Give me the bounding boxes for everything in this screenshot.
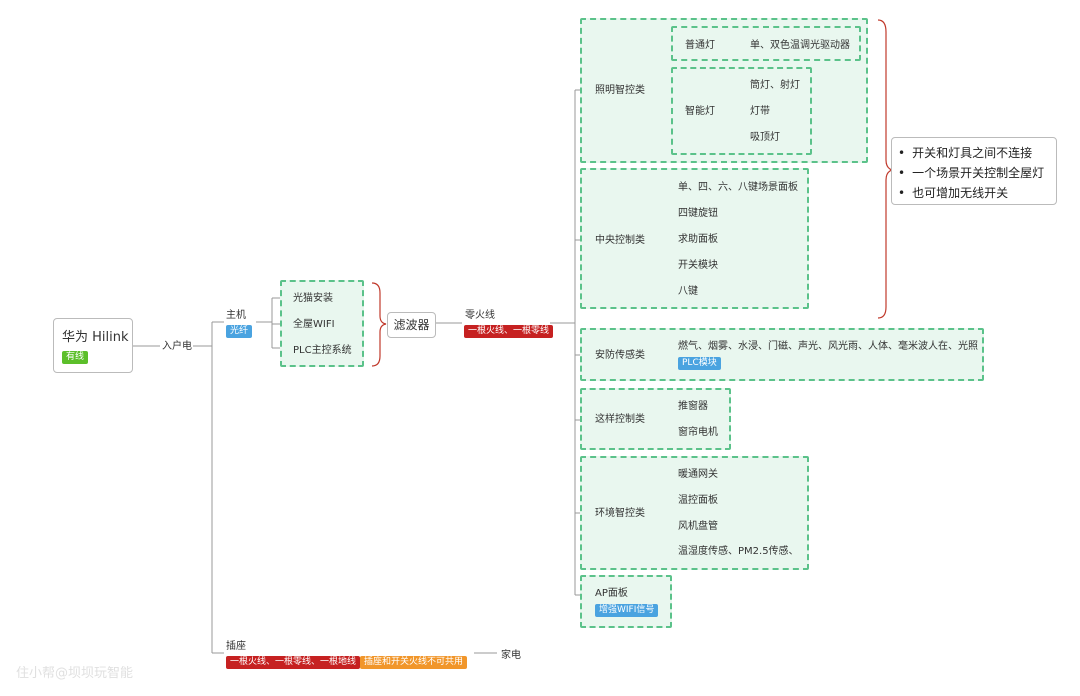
root-node[interactable]: 华为 Hilink 有线 [53, 318, 133, 373]
notes-box: 开关和灯具之间不连接 一个场景开关控制全屋灯 也可增加无线开关 [891, 137, 1057, 205]
central-item-2: 求助面板 [678, 234, 718, 245]
security-badge: PLC模块 [678, 357, 721, 370]
smart-light-item-2: 吸顶灯 [750, 132, 780, 143]
normal-light-box [671, 26, 861, 61]
env-item-3: 温湿度传感、PM2.5传感、 [678, 546, 799, 557]
notes-brace [877, 19, 894, 319]
security-label: 安防传感类 [595, 350, 645, 361]
curtain-item-0: 推窗器 [678, 401, 708, 412]
socket-badge-1: 插座和开关火线不可共用 [360, 656, 468, 669]
root-title: 华为 Hilink [62, 330, 129, 345]
central-label: 中央控制类 [595, 235, 645, 246]
curtain-label: 这样控制类 [595, 414, 645, 425]
curtain-item-1: 窗帘电机 [678, 427, 718, 438]
normal-light-driver: 单、双色温调光驱动器 [750, 40, 850, 51]
central-box [580, 168, 809, 309]
normal-light-label: 普通灯 [685, 40, 715, 51]
host-item-1: 全屋WIFI [293, 319, 335, 330]
env-label: 环境智控类 [595, 508, 645, 519]
filter-brace [371, 282, 387, 367]
note-1: 一个场景开关控制全屋灯 [898, 163, 1056, 183]
input-power-label: 入户电 [162, 341, 192, 352]
security-box [580, 328, 984, 381]
socket-badge-0: 一根火线、一根零线、一根地线 [226, 656, 361, 669]
host-item-2: PLC主控系统 [293, 345, 352, 356]
security-sensors: 燃气、烟雾、水浸、门磁、声光、风光雨、人体、毫米波人在、光照 [678, 341, 978, 352]
curtain-box [580, 388, 731, 450]
host-label: 主机 [226, 310, 246, 321]
appliance-label: 家电 [501, 650, 521, 661]
env-item-0: 暖通网关 [678, 469, 718, 480]
env-item-1: 温控面板 [678, 495, 718, 506]
host-items-box [280, 280, 364, 367]
central-item-4: 八键 [678, 286, 698, 297]
smart-light-box [671, 67, 812, 155]
env-item-2: 风机盘管 [678, 521, 718, 532]
central-item-3: 开关模块 [678, 260, 718, 271]
smart-light-label: 智能灯 [685, 106, 715, 117]
neutral-fire-label: 零火线 [465, 310, 495, 321]
smart-light-item-1: 灯带 [750, 106, 770, 117]
watermark: 住小帮@坝坝玩智能 [16, 666, 134, 681]
host-badge: 光纤 [226, 325, 253, 338]
note-0: 开关和灯具之间不连接 [898, 143, 1056, 163]
filter-node[interactable]: 滤波器 [387, 312, 436, 338]
smart-light-item-0: 筒灯、射灯 [750, 80, 800, 91]
env-box [580, 456, 809, 570]
ap-box [580, 575, 672, 628]
root-badge: 有线 [62, 351, 89, 364]
note-2: 也可增加无线开关 [898, 183, 1056, 203]
ap-badge: 增强WIFI信号 [595, 604, 659, 617]
ap-label: AP面板 [595, 588, 628, 599]
socket-label: 插座 [226, 641, 246, 652]
central-item-1: 四键旋钮 [678, 208, 718, 219]
host-item-0: 光猫安装 [293, 293, 333, 304]
neutral-fire-badge: 一根火线、一根零线 [464, 325, 554, 338]
central-item-0: 单、四、六、八键场景面板 [678, 182, 798, 193]
lighting-label: 照明智控类 [595, 85, 645, 96]
